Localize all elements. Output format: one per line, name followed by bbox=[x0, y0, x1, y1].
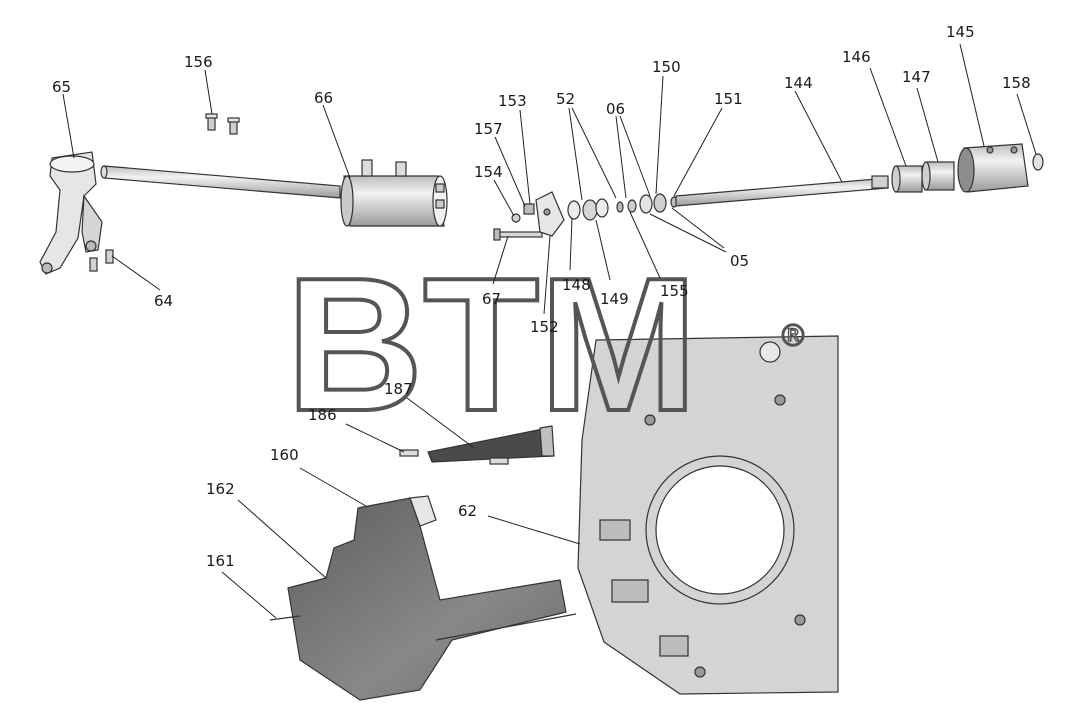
label-52: 52 bbox=[556, 90, 575, 108]
label-151: 151 bbox=[714, 90, 743, 108]
screws-156-part bbox=[205, 113, 240, 135]
label-155: 155 bbox=[660, 282, 689, 300]
housing-62-part bbox=[577, 335, 839, 695]
label-157: 157 bbox=[474, 120, 503, 138]
label-186: 186 bbox=[308, 406, 337, 424]
shift-rod-part bbox=[100, 165, 341, 199]
cover-160-part bbox=[269, 495, 577, 701]
label-162: 162 bbox=[206, 480, 235, 498]
label-06: 06 bbox=[606, 100, 625, 118]
label-146: 146 bbox=[842, 48, 871, 66]
plate-152-part bbox=[535, 191, 565, 237]
label-150: 150 bbox=[652, 58, 681, 76]
label-154: 154 bbox=[474, 163, 503, 181]
bushing-146-part bbox=[891, 165, 923, 193]
bolt-67-part bbox=[493, 203, 543, 241]
label-147: 147 bbox=[902, 68, 931, 86]
bushing-147-part bbox=[921, 161, 955, 191]
label-148: 148 bbox=[562, 276, 591, 294]
label-152: 152 bbox=[530, 318, 559, 336]
label-05: 05 bbox=[730, 252, 749, 270]
piston-rod-144-part bbox=[675, 175, 889, 207]
bracket-187-part bbox=[399, 425, 555, 465]
btm-watermark: BTM ® bbox=[284, 237, 809, 453]
part-labels: 65 156 66 64 153 157 154 67 152 148 149 … bbox=[52, 23, 1031, 570]
watermark-text: BTM bbox=[286, 239, 698, 451]
cylinder-145-part bbox=[957, 143, 1029, 193]
label-65: 65 bbox=[52, 78, 71, 96]
label-145: 145 bbox=[946, 23, 975, 41]
seal-rings-part bbox=[567, 193, 678, 221]
label-66: 66 bbox=[314, 89, 333, 107]
registered-mark: ® bbox=[778, 319, 808, 354]
label-149: 149 bbox=[600, 290, 629, 308]
label-64: 64 bbox=[154, 292, 173, 310]
label-67: 67 bbox=[482, 290, 501, 308]
ring-158-part bbox=[1032, 153, 1044, 171]
label-158: 158 bbox=[1002, 74, 1031, 92]
leader-lines bbox=[62, 43, 1037, 619]
label-62: 62 bbox=[458, 502, 477, 520]
bolts-64-part bbox=[89, 249, 114, 272]
shift-fork-part bbox=[39, 151, 103, 275]
label-153: 153 bbox=[498, 92, 527, 110]
label-187: 187 bbox=[384, 380, 413, 398]
cylinder-66-part bbox=[340, 159, 448, 227]
label-156: 156 bbox=[184, 53, 213, 71]
label-144: 144 bbox=[784, 74, 813, 92]
label-160: 160 bbox=[270, 446, 299, 464]
label-161: 161 bbox=[206, 552, 235, 570]
